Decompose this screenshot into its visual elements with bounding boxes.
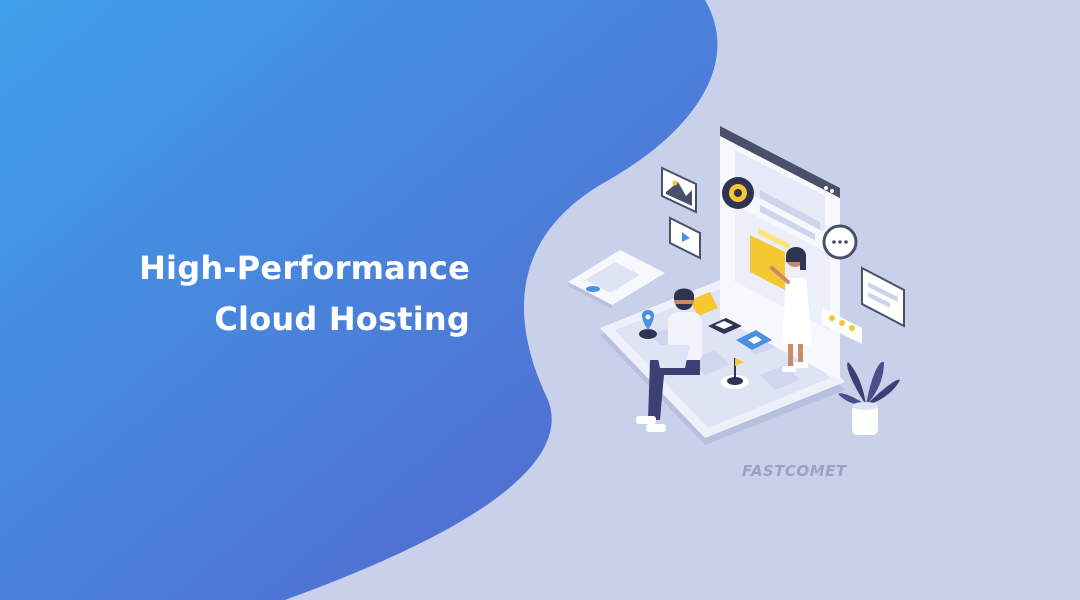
- headline-line-1: High-Performance: [139, 249, 470, 287]
- chat-bubble-icon: [822, 224, 858, 260]
- page-title: High-Performance Cloud Hosting: [60, 243, 470, 345]
- side-card: [861, 266, 905, 328]
- woman-figure: [770, 247, 812, 372]
- plant-icon: [838, 361, 900, 435]
- rating-stars-icon: [822, 308, 862, 344]
- man-figure: [636, 288, 702, 432]
- platform-tiles: [690, 292, 772, 350]
- target-flag-icon: [721, 358, 749, 389]
- gear-icon: [722, 177, 754, 209]
- fastcomet-logo: FASTCOMET: [742, 462, 847, 480]
- video-card-icon: [669, 216, 701, 260]
- image-card-icon: [661, 166, 697, 214]
- document-card: [568, 250, 665, 309]
- headline-line-2: Cloud Hosting: [214, 300, 470, 338]
- folder-card: [750, 228, 790, 290]
- location-pin-icon: [639, 310, 657, 339]
